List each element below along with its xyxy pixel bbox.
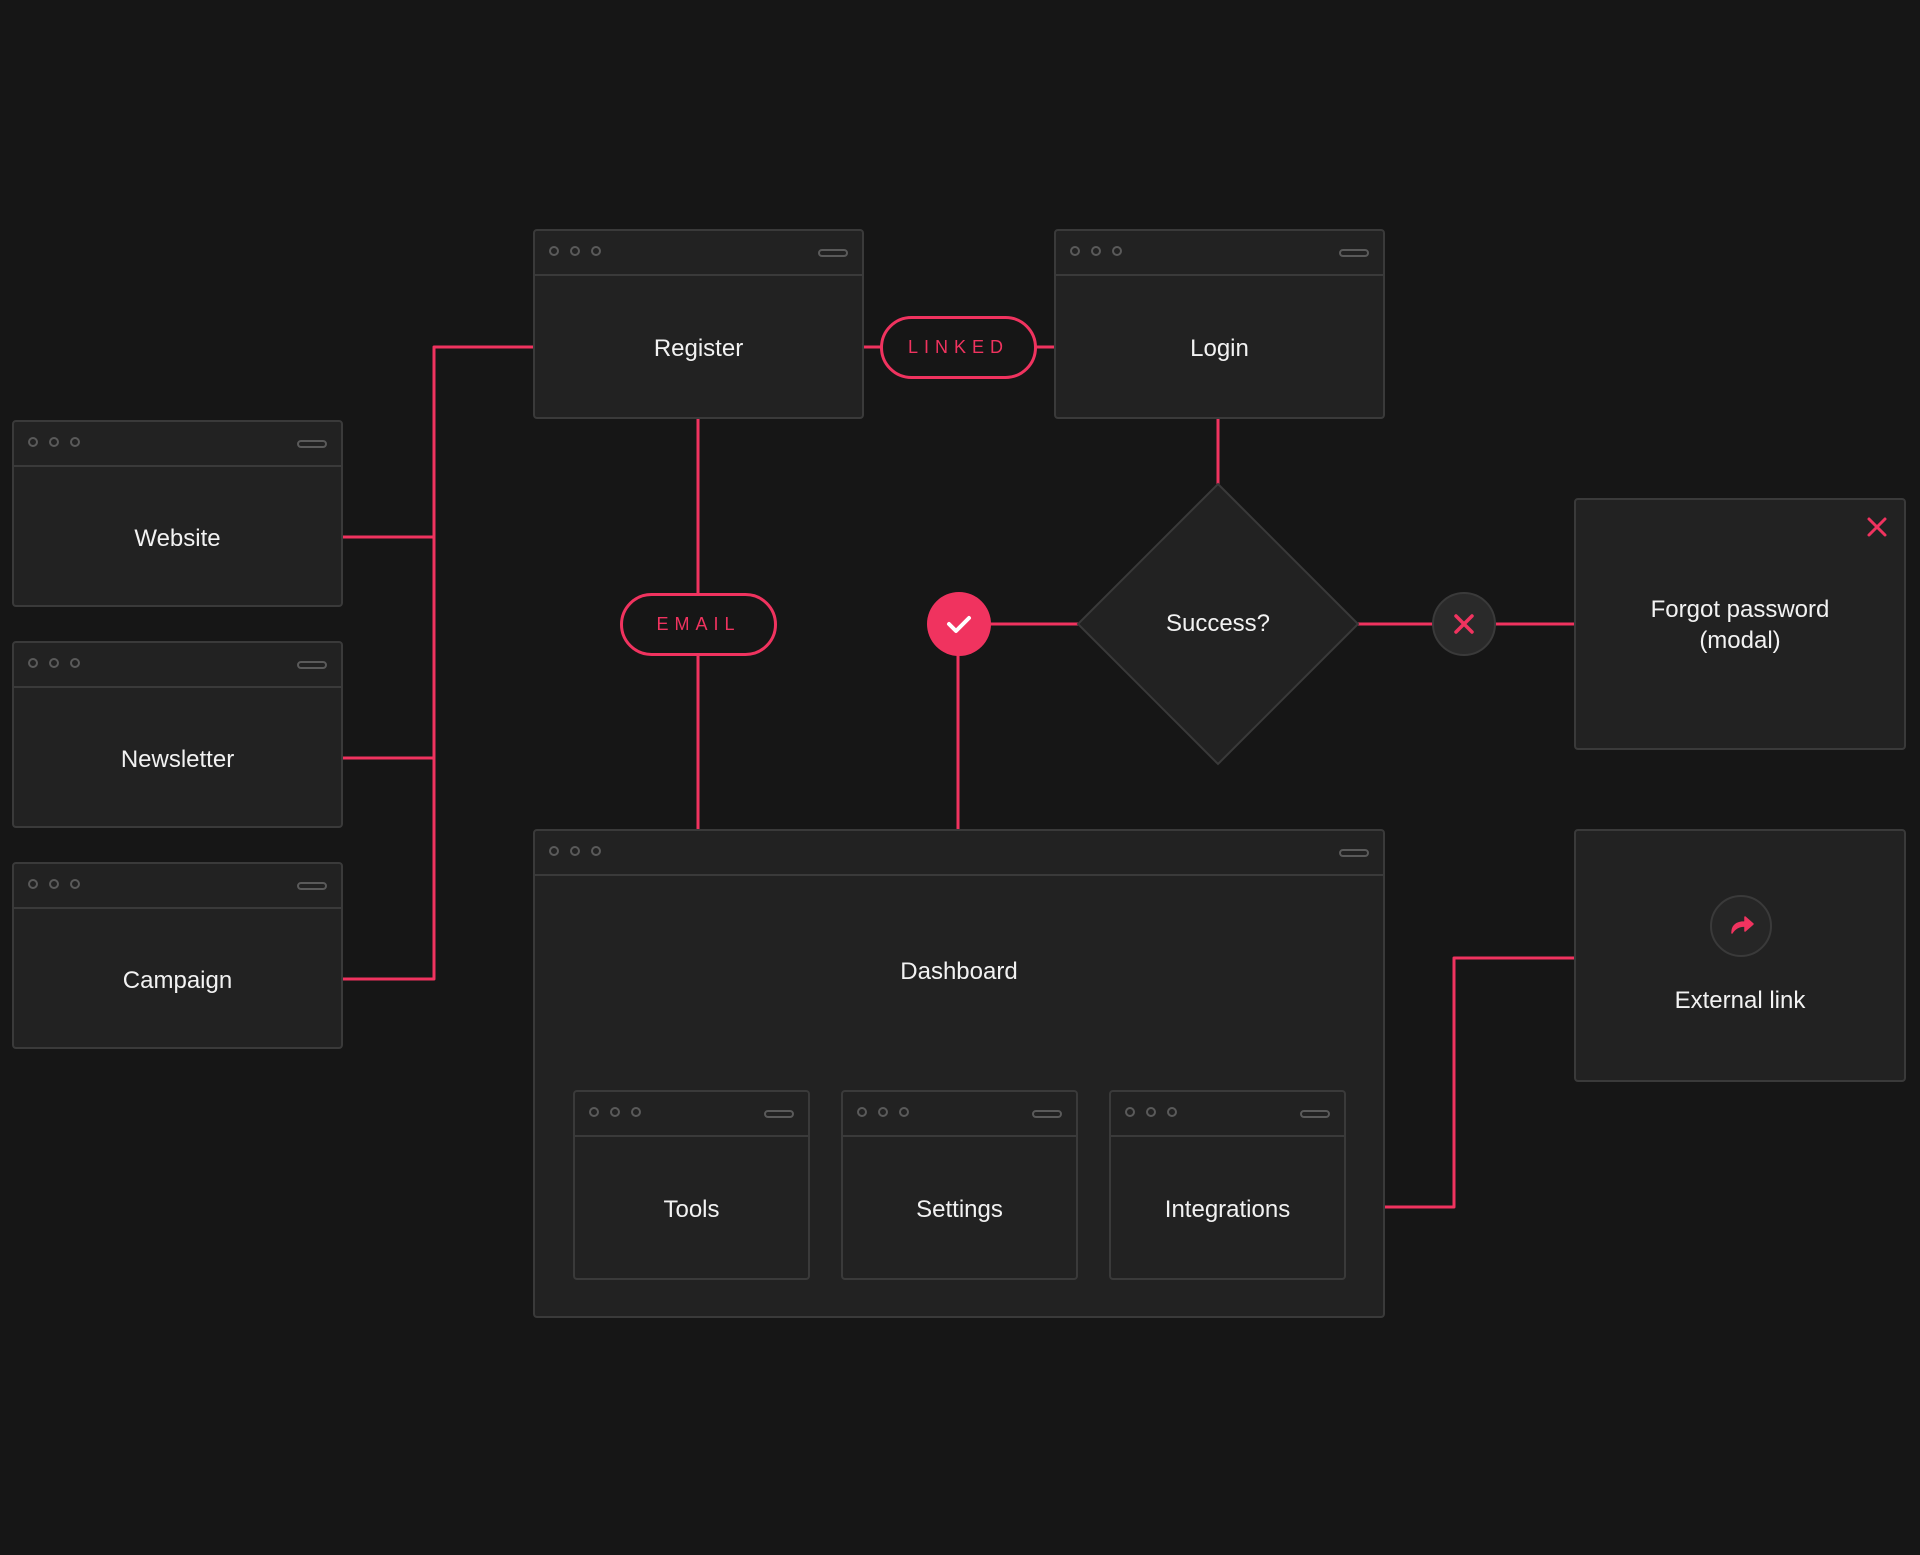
window-titlebar [843, 1092, 1076, 1137]
newsletter-label: Newsletter [120, 746, 235, 773]
campaign-label: Campaign [122, 967, 233, 994]
window-titlebar [14, 643, 341, 688]
decision-label: Success? [1165, 610, 1271, 637]
register-label: Register [653, 335, 744, 362]
window-titlebar [575, 1092, 808, 1137]
tools-window[interactable]: Tools [573, 1090, 810, 1280]
window-titlebar [14, 422, 341, 467]
external-link-card[interactable]: External link [1574, 829, 1906, 1082]
forgot-password-modal[interactable]: Forgot password (modal) [1574, 498, 1906, 750]
linked-tag: LINKED [880, 316, 1037, 379]
integrations-window[interactable]: Integrations [1109, 1090, 1346, 1280]
share-arrow-icon [1710, 895, 1772, 957]
forgot-password-label-line1: Forgot password [1650, 596, 1830, 623]
login-window[interactable]: Login [1054, 229, 1385, 419]
integrations-label: Integrations [1164, 1196, 1291, 1223]
campaign-window[interactable]: Campaign [12, 862, 343, 1049]
success-indicator [927, 592, 991, 656]
settings-window[interactable]: Settings [841, 1090, 1078, 1280]
forgot-password-label-line2: (modal) [1699, 627, 1781, 654]
window-titlebar [1056, 231, 1383, 276]
tools-label: Tools [663, 1196, 720, 1223]
settings-label: Settings [916, 1196, 1003, 1223]
window-titlebar [535, 231, 862, 276]
connector-campaign [332, 345, 558, 981]
register-window[interactable]: Register [533, 229, 864, 419]
window-titlebar [535, 831, 1383, 876]
newsletter-window[interactable]: Newsletter [12, 641, 343, 828]
connector-integrations-external [1334, 956, 1600, 1209]
login-label: Login [1190, 335, 1249, 362]
decision-diamond [1076, 482, 1360, 766]
failure-indicator [1432, 592, 1496, 656]
website-window[interactable]: Website [12, 420, 343, 607]
dashboard-window[interactable]: Dashboard Tools Settings Integrations [533, 829, 1385, 1318]
close-icon[interactable] [1862, 512, 1892, 542]
check-icon [947, 616, 971, 633]
external-link-label: External link [1674, 987, 1806, 1014]
email-tag: EMAIL [620, 593, 777, 656]
x-icon [1454, 614, 1474, 634]
window-titlebar [1111, 1092, 1344, 1137]
website-label: Website [134, 525, 221, 552]
dashboard-label: Dashboard [900, 958, 1018, 985]
window-titlebar [14, 864, 341, 909]
